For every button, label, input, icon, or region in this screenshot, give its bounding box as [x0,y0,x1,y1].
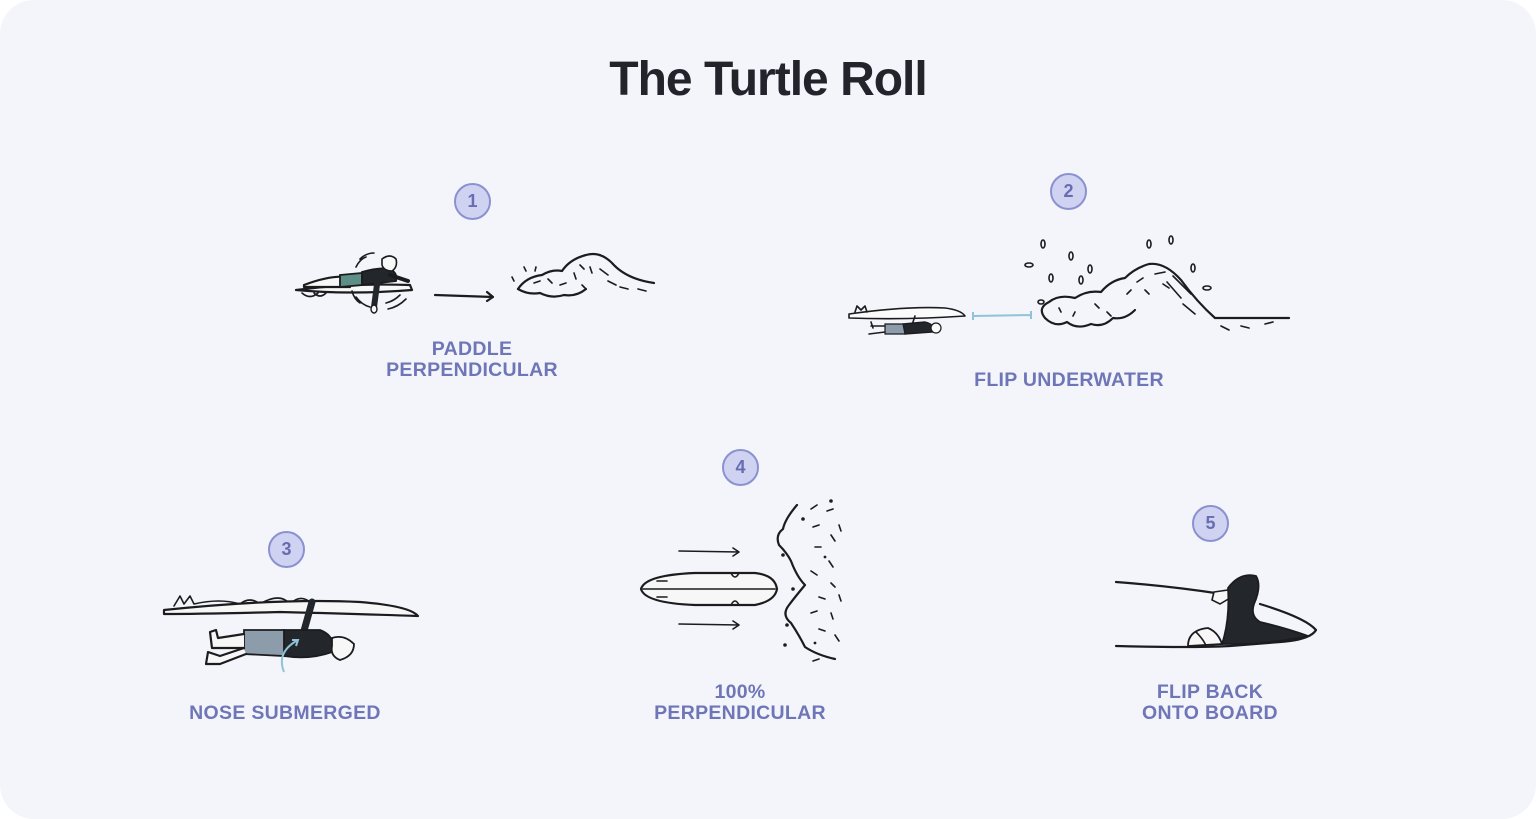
step-number-badge: 2 [1050,173,1087,210]
step-label: FLIP BACK ONTO BOARD [1142,681,1278,724]
board-top-view-perpendicular-to-whitewater-icon [639,499,842,662]
step-number-badge: 1 [454,183,491,220]
step-label: FLIP UNDERWATER [974,369,1164,391]
surfer-under-board-pulling-nose-down-icon [162,595,420,673]
page-title: The Turtle Roll [609,53,927,106]
surfer-paddling-toward-wave-icon [294,252,656,314]
surfer-climbing-back-onto-board-icon [1114,574,1318,649]
step-label: 100% PERPENDICULAR [654,681,826,724]
surfer-flipped-under-board-before-wave-icon [848,235,1291,335]
step-number-badge: 4 [722,449,759,486]
step-number-badge: 5 [1192,505,1229,542]
step-number-badge: 3 [268,531,305,568]
step-label: NOSE SUBMERGED [189,702,381,724]
step-label: PADDLE PERPENDICULAR [386,338,558,381]
